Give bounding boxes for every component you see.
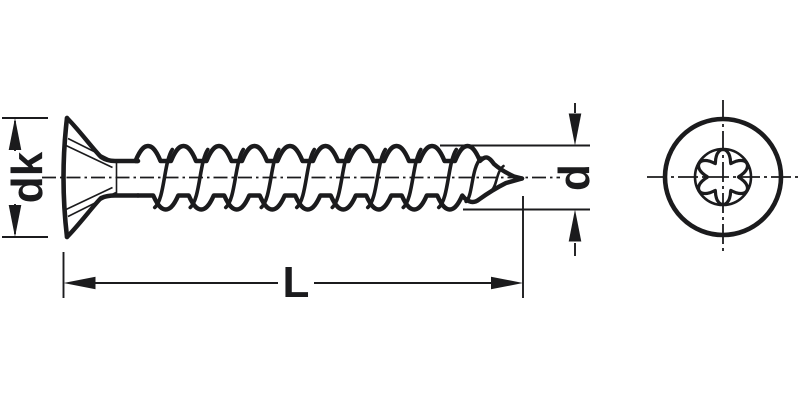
dk-label: dk: [3, 151, 52, 203]
screw-tip: [464, 156, 505, 204]
thread-crest-inner-top-6: [362, 146, 374, 161]
thread-crest-inner-top-7: [397, 146, 409, 161]
end-view: [647, 100, 798, 252]
thread-crest-inner-bottom-8: [437, 195, 449, 210]
recess-line-bottom-inner: [65, 186, 113, 211]
thread-flank-8: [436, 147, 459, 210]
thread-flank-3: [259, 147, 281, 210]
d-arrow-down-icon: [568, 113, 582, 146]
thread-crest-inner-top-5: [326, 146, 338, 161]
thread-flank-1: [188, 147, 210, 210]
recess-line-bottom-outer: [67, 191, 117, 218]
head-top-contour: [64, 115, 141, 164]
L-label: L: [283, 258, 310, 307]
L-arrow-right-icon: [491, 276, 523, 290]
recess-line-top-outer: [67, 137, 117, 164]
recess-line-top-inner: [65, 144, 113, 169]
thread-flank-2: [223, 147, 246, 210]
thread-crest-inner-top-3: [255, 146, 267, 161]
thread-crest-inner-top-4: [291, 146, 303, 161]
dk-arrow-down-icon: [8, 205, 22, 237]
dimension-dk: dk: [2, 117, 52, 238]
thread-crest-inner-bottom-0: [153, 195, 165, 210]
thread-crest-inner-top-2: [220, 146, 232, 161]
thread-crest-inner-top-8: [433, 146, 445, 161]
head-outline-circle: [662, 116, 784, 238]
thread-flank-5: [330, 147, 352, 210]
thread-crest-inner-top-0: [149, 146, 161, 161]
side-view: [42, 115, 560, 240]
thread-crest-inner-top-9: [468, 146, 480, 161]
dimension-d: d: [440, 103, 599, 256]
thread-crest-inner-bottom-2: [224, 195, 236, 210]
torx-star-icon: [696, 147, 750, 207]
d-label: d: [550, 164, 599, 191]
dk-arrow-up-icon: [8, 118, 22, 150]
thread-flank-7: [401, 147, 423, 210]
thread-crest-inner-bottom-5: [330, 195, 343, 210]
tip-flank-2: [490, 164, 505, 192]
thread-crest-inner-bottom-4: [295, 195, 307, 210]
thread-crest-inner-bottom-7: [401, 195, 414, 210]
head-left-edge: [61, 115, 70, 240]
tip-flank-1: [464, 156, 483, 204]
d-arrow-up-icon: [568, 209, 582, 242]
thread-top-edge: [133, 143, 525, 181]
thread-crest-inner-top-1: [184, 146, 196, 161]
thread-crest-inner-bottom-6: [366, 195, 378, 210]
head-bottom-contour: [64, 193, 141, 240]
thread: [133, 143, 525, 212]
thread-flank-0: [152, 147, 175, 210]
thread-flank-4: [294, 147, 317, 210]
dimension-L: L: [62, 196, 524, 307]
thread-flank-6: [365, 147, 388, 210]
screw-head: [61, 115, 141, 240]
thread-crest-inner-bottom-3: [259, 195, 272, 210]
thread-bottom-edge: [135, 176, 525, 212]
L-arrow-left-icon: [63, 276, 96, 290]
thread-crest-inner-bottom-1: [188, 195, 201, 210]
torx-star-outline: [696, 147, 750, 207]
